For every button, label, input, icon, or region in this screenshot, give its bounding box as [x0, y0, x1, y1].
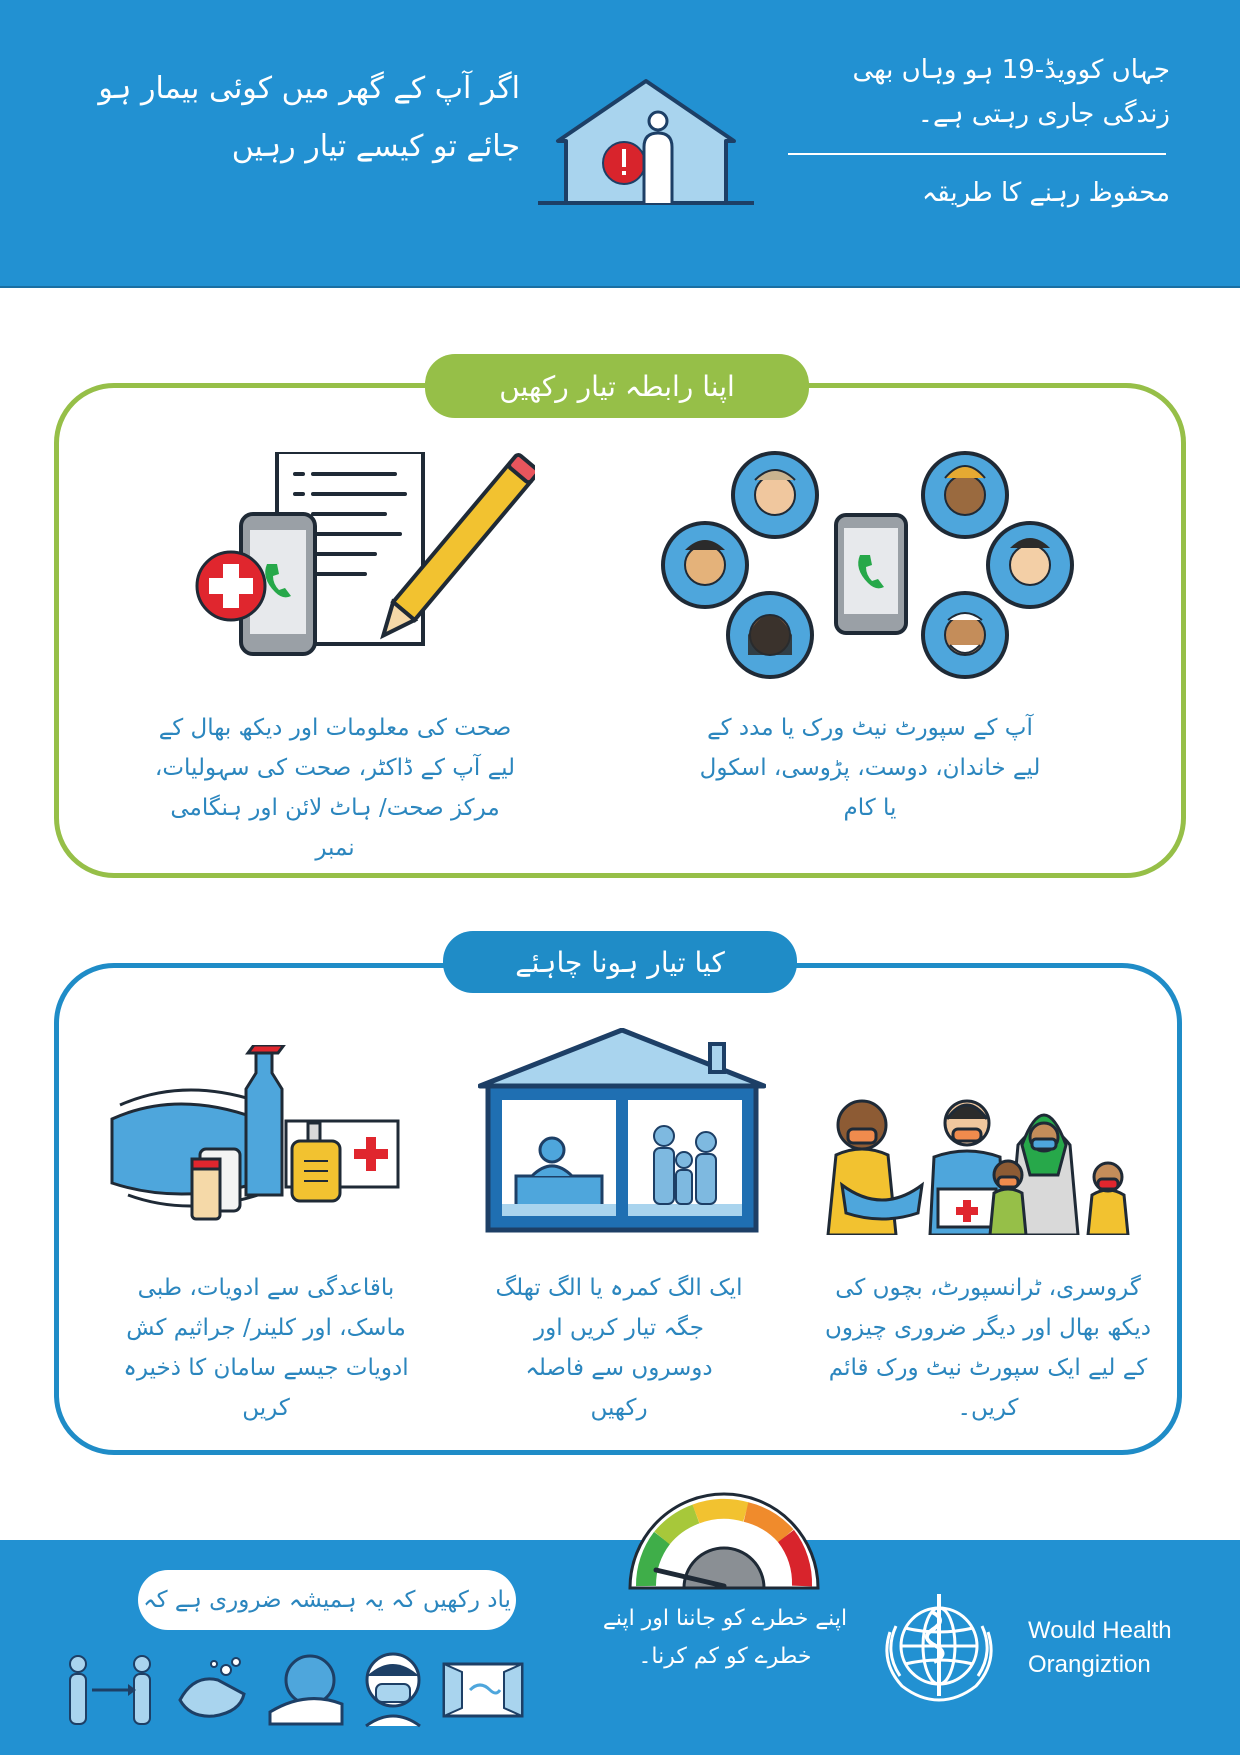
- ventilation-icon: [442, 1662, 524, 1718]
- health-contacts-caption: صحت کی معلومات اور دیکھ بھال کے لیے آپ ک…: [154, 715, 516, 861]
- org-name: Would Health Orangiztion: [1028, 1614, 1172, 1682]
- page-title: اگر آپ کے گھر میں کوئی بیمار ہو جائے تو …: [98, 71, 520, 164]
- org-name-line-1: Would Health: [1028, 1617, 1172, 1644]
- distancing-icon: [69, 1655, 151, 1725]
- house-with-sick-person-icon: [538, 79, 754, 205]
- mask-icon: [365, 1652, 421, 1728]
- separate-room-icon: [478, 1028, 766, 1233]
- who-emblem-icon: [885, 1594, 993, 1702]
- org-name-line-2: Orangiztion: [1028, 1651, 1151, 1678]
- cough-into-elbow-icon: [268, 1654, 344, 1726]
- prepare-heading: کیا تیار ہونا چاہئے: [443, 931, 797, 993]
- community-network-icon: [826, 1099, 1130, 1235]
- remember-banner: یاد رکھیں کہ یہ ہمیشہ ضروری ہے کہ: [138, 1570, 516, 1630]
- support-network-caption: آپ کے سپورٹ نیٹ ورک یا مدد کے لیے خاندان…: [699, 715, 1041, 821]
- medical-supplies-icon: [110, 1045, 400, 1221]
- support-network-icon: [661, 451, 1074, 679]
- risk-gauge-icon: [628, 1492, 820, 1590]
- health-contacts-icon: [195, 452, 535, 656]
- risk-text: اپنے خطرے کو جاننا اور اپنے خطرے کو کم ک…: [602, 1606, 848, 1669]
- community-network-caption: گروسری، ٹرانسپورٹ، بچوں کی دیکھ بھال اور…: [824, 1275, 1152, 1421]
- medical-supplies-caption: باقاعدگی سے ادویات، طبی ماسک، اور کلینر/…: [123, 1275, 409, 1421]
- header-subtitle: محفوظ رہنے کا طریقہ: [922, 178, 1170, 208]
- prevention-icons: [66, 1650, 530, 1730]
- header-banner: اگر آپ کے گھر میں کوئی بیمار ہو جائے تو …: [0, 0, 1240, 288]
- handwashing-icon: [178, 1657, 246, 1718]
- contacts-heading: اپنا رابطہ تیار رکھیں: [425, 354, 809, 418]
- header-tagline: جہاں کوویڈ-19 ہو وہاں بھی زندگی جاری رہت…: [852, 55, 1170, 129]
- header-divider: [788, 153, 1166, 155]
- separate-room-caption: ایک الگ کمرہ یا الگ تھلگ جگہ تیار کریں ا…: [495, 1275, 743, 1421]
